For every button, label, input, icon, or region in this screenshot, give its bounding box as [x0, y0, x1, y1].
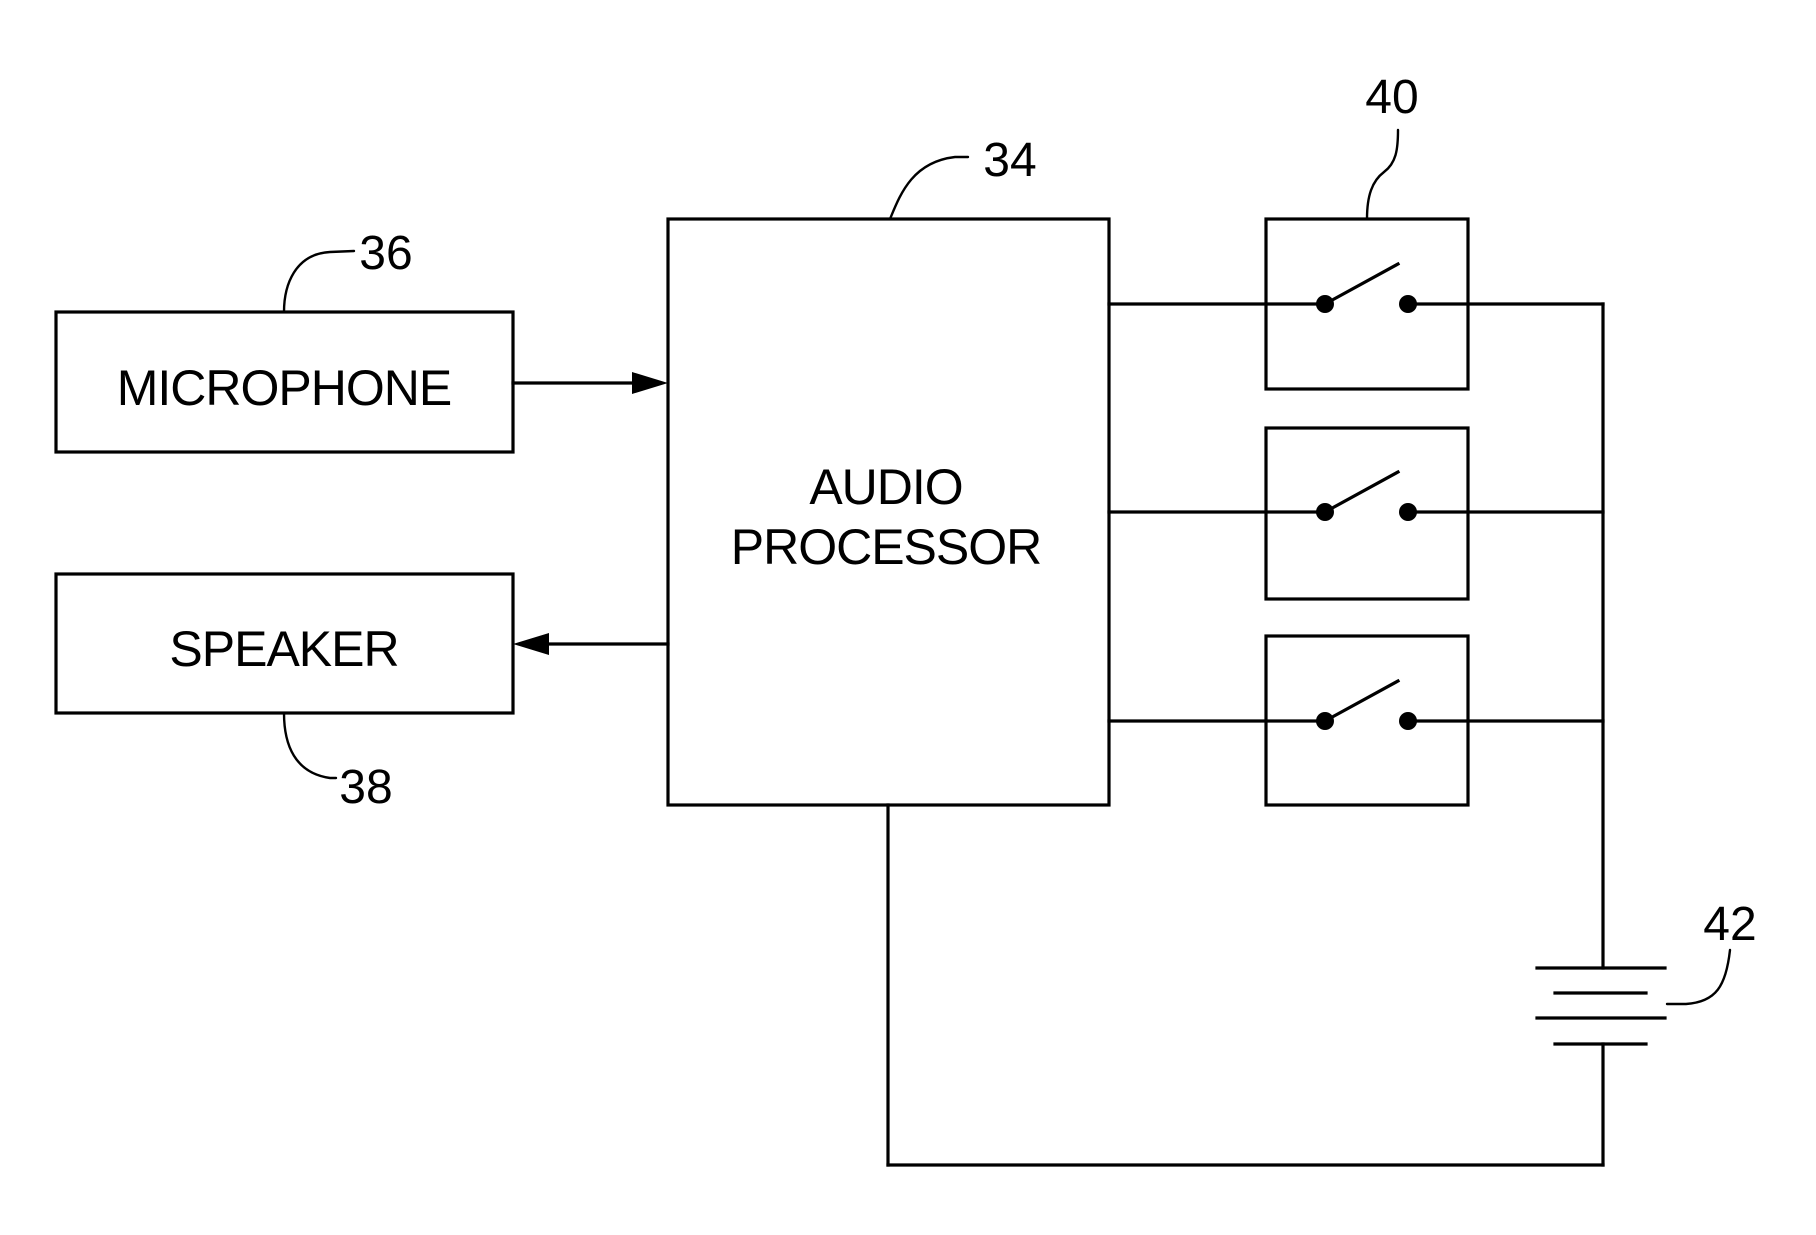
battery-symbol: [1537, 968, 1665, 1044]
switches-ref-number: 40: [1365, 71, 1418, 124]
speaker-arrowhead: [513, 633, 549, 655]
speaker-ref-number: 38: [339, 761, 392, 814]
switch-3-terminal: [1399, 712, 1417, 730]
speaker-label: SPEAKER: [169, 621, 398, 677]
processor-label-line1: AUDIO: [809, 459, 962, 515]
switches-leader-line: [1367, 130, 1398, 219]
speaker-leader-line: [284, 713, 336, 778]
switch-2-contact: [1316, 503, 1334, 521]
processor-label-line2: PROCESSOR: [731, 519, 1042, 575]
microphone-arrowhead: [632, 372, 668, 394]
switch-3: [1109, 636, 1603, 805]
battery-leader-line: [1667, 950, 1730, 1004]
processor-leader-line: [890, 157, 968, 219]
microphone-label: MICROPHONE: [117, 360, 451, 416]
microphone-leader-line: [284, 251, 354, 312]
speaker-block: SPEAKER: [56, 574, 513, 713]
switch-1-terminal: [1399, 295, 1417, 313]
processor-ref-number: 34: [983, 134, 1036, 187]
battery-ref-number: 42: [1703, 898, 1756, 951]
switch-3-contact: [1316, 712, 1334, 730]
switch-1: [1109, 219, 1603, 389]
audio-processor-block: AUDIO PROCESSOR: [668, 219, 1109, 805]
switch-2-terminal: [1399, 503, 1417, 521]
microphone-ref-number: 36: [359, 227, 412, 280]
switch-2: [1109, 428, 1603, 599]
microphone-block: MICROPHONE: [56, 312, 513, 452]
switch-1-contact: [1316, 295, 1334, 313]
